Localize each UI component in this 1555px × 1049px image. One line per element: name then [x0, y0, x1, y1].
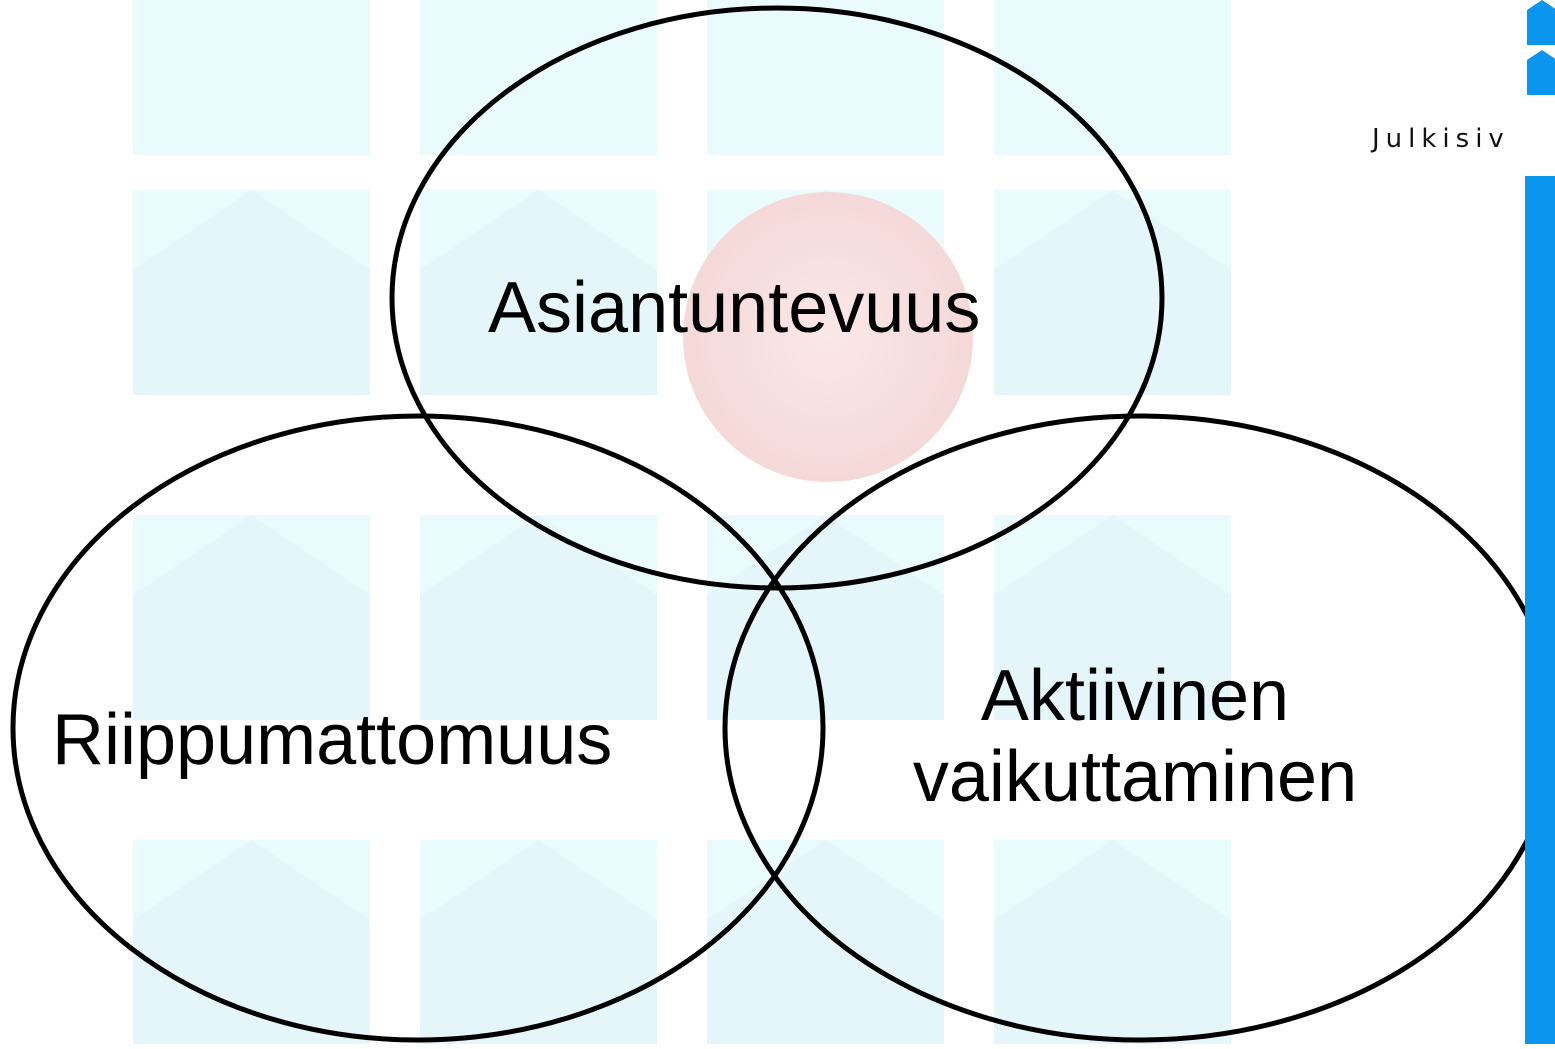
- background-disc: [683, 192, 973, 482]
- venn-circle-left: [10, 413, 826, 1043]
- accent-bar: [1525, 176, 1555, 1044]
- label-line-2: vaikuttaminen: [912, 737, 1358, 818]
- background-house: [133, 515, 370, 720]
- background-house: [133, 190, 370, 395]
- background-tile: [994, 0, 1231, 155]
- background-house: [994, 840, 1231, 1045]
- house-logo-icon: [1527, 0, 1555, 95]
- background-house: [420, 190, 657, 395]
- background-house: [420, 515, 657, 720]
- background-house: [994, 190, 1231, 395]
- background-house: [994, 515, 1231, 720]
- label-asiantuntevuus: Asiantuntevuus: [488, 268, 981, 348]
- background-tile: [420, 0, 657, 155]
- label-aktiivinen-vaikuttaminen: Aktiivinen vaikuttaminen: [870, 656, 1400, 819]
- logo-text: Julkisiv: [1372, 124, 1510, 154]
- background-house: [420, 840, 657, 1045]
- venn-circle-right: [722, 413, 1555, 1043]
- label-riippumattomuus: Riippumattomuus: [52, 700, 613, 780]
- background-tile: [133, 0, 370, 155]
- background-house: [133, 840, 370, 1045]
- label-line-1: Aktiivinen: [980, 656, 1290, 736]
